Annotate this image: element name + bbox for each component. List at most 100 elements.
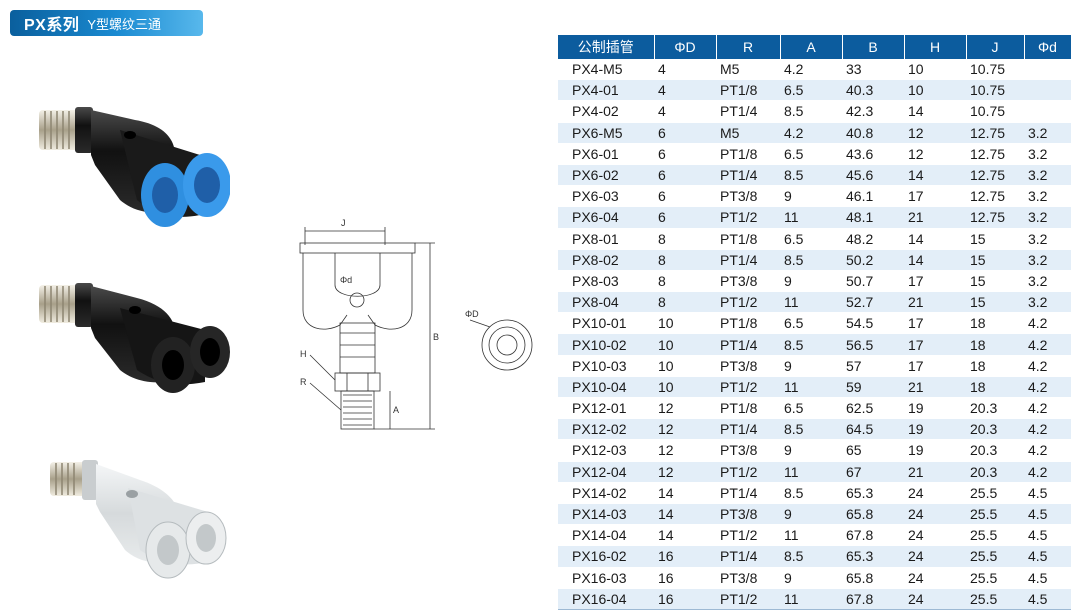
table-cell: 4 [654,100,716,123]
table-cell: PT1/2 [716,291,780,314]
table-cell: 14 [904,164,966,187]
table-cell: 19 [904,397,966,420]
table-cell: 21 [904,206,966,229]
table-cell: PX4-02 [558,100,654,123]
dim-label-j: J [341,218,346,228]
table-cell: 20.3 [966,461,1024,483]
table-cell: 50.2 [842,249,904,271]
table-cell: PT1/2 [716,461,780,483]
table-cell: 4.2 [1024,439,1071,462]
table-cell: 40.3 [842,79,904,102]
table-cell: 12 [654,439,716,462]
table-cell: PT1/8 [716,228,780,250]
table-cell: 15 [966,291,1024,314]
table-cell: 65 [842,439,904,462]
table-cell: 10 [654,333,716,356]
table-cell: 3.2 [1024,249,1071,271]
table-cell: 4.2 [1024,418,1071,441]
table-cell: 15 [966,270,1024,293]
table-cell: 12 [654,461,716,483]
table-cell: PT1/4 [716,164,780,187]
table-cell: PX4-01 [558,79,654,102]
table-cell: 11 [780,206,842,229]
table-cell: 20.3 [966,418,1024,441]
table-cell: PX12-01 [558,397,654,420]
table-cell [1024,79,1071,102]
table-cell: 24 [904,588,966,610]
table-cell: PT1/4 [716,482,780,504]
column-header: B [841,35,905,59]
table-cell: PT3/8 [716,503,780,526]
column-header: A [779,35,843,59]
table-cell: 4.5 [1024,503,1071,526]
table-cell: 25.5 [966,567,1024,589]
table-cell: 64.5 [842,418,904,441]
table-cell: 20.3 [966,439,1024,462]
table-cell: PX12-02 [558,418,654,441]
table-cell: 24 [904,482,966,504]
series-name: PX系列 [24,17,80,34]
table-cell: 17 [904,355,966,377]
table-cell: 3.2 [1024,164,1071,187]
table-cell: 3.2 [1024,206,1071,229]
table-cell: 6 [654,185,716,208]
table-cell: 3.2 [1024,185,1071,208]
table-cell: 12 [654,418,716,441]
column-header: Φd [1023,35,1072,59]
table-cell: 10 [654,355,716,377]
table-cell: PX6-03 [558,185,654,208]
table-cell: 14 [654,503,716,526]
table-cell [1024,59,1071,81]
table-cell: 24 [904,567,966,589]
table-cell: 4.2 [780,59,842,81]
table-cell: 6.5 [780,143,842,165]
table-cell: 20.3 [966,397,1024,420]
table-cell: 42.3 [842,100,904,123]
table-cell: 9 [780,503,842,526]
table-cell: PT3/8 [716,270,780,293]
table-cell: 4.5 [1024,567,1071,589]
product-image-white [50,460,227,579]
table-cell: PT3/8 [716,185,780,208]
table-cell: PX14-02 [558,482,654,504]
table-cell: 16 [654,545,716,568]
series-title-badge: PX系列 Y型螺纹三通 [10,10,203,36]
table-cell: PT3/8 [716,439,780,462]
table-cell: 25.5 [966,588,1024,610]
table-cell: 4.2 [1024,397,1071,420]
table-cell: 65.8 [842,503,904,526]
table-cell: 25.5 [966,503,1024,526]
table-cell: 6.5 [780,397,842,420]
dim-label-b: B [433,332,439,342]
table-cell: PX10-01 [558,312,654,335]
table-cell: 52.7 [842,291,904,314]
table-cell: 4 [654,59,716,81]
table-cell: 24 [904,545,966,568]
table-cell: 6.5 [780,228,842,250]
table-cell: 21 [904,376,966,399]
table-cell: PT1/8 [716,397,780,420]
table-cell: 8.5 [780,100,842,123]
table-cell: 9 [780,355,842,377]
table-cell: 12 [904,122,966,144]
table-cell: PT1/8 [716,312,780,335]
table-cell: 4.5 [1024,545,1071,568]
table-cell: 17 [904,312,966,335]
table-cell: 19 [904,439,966,462]
table-cell: 4.2 [1024,333,1071,356]
table-cell: PX6-04 [558,206,654,229]
table-cell: 12.75 [966,143,1024,165]
table-cell: 4.2 [1024,461,1071,483]
table-cell: 11 [780,291,842,314]
